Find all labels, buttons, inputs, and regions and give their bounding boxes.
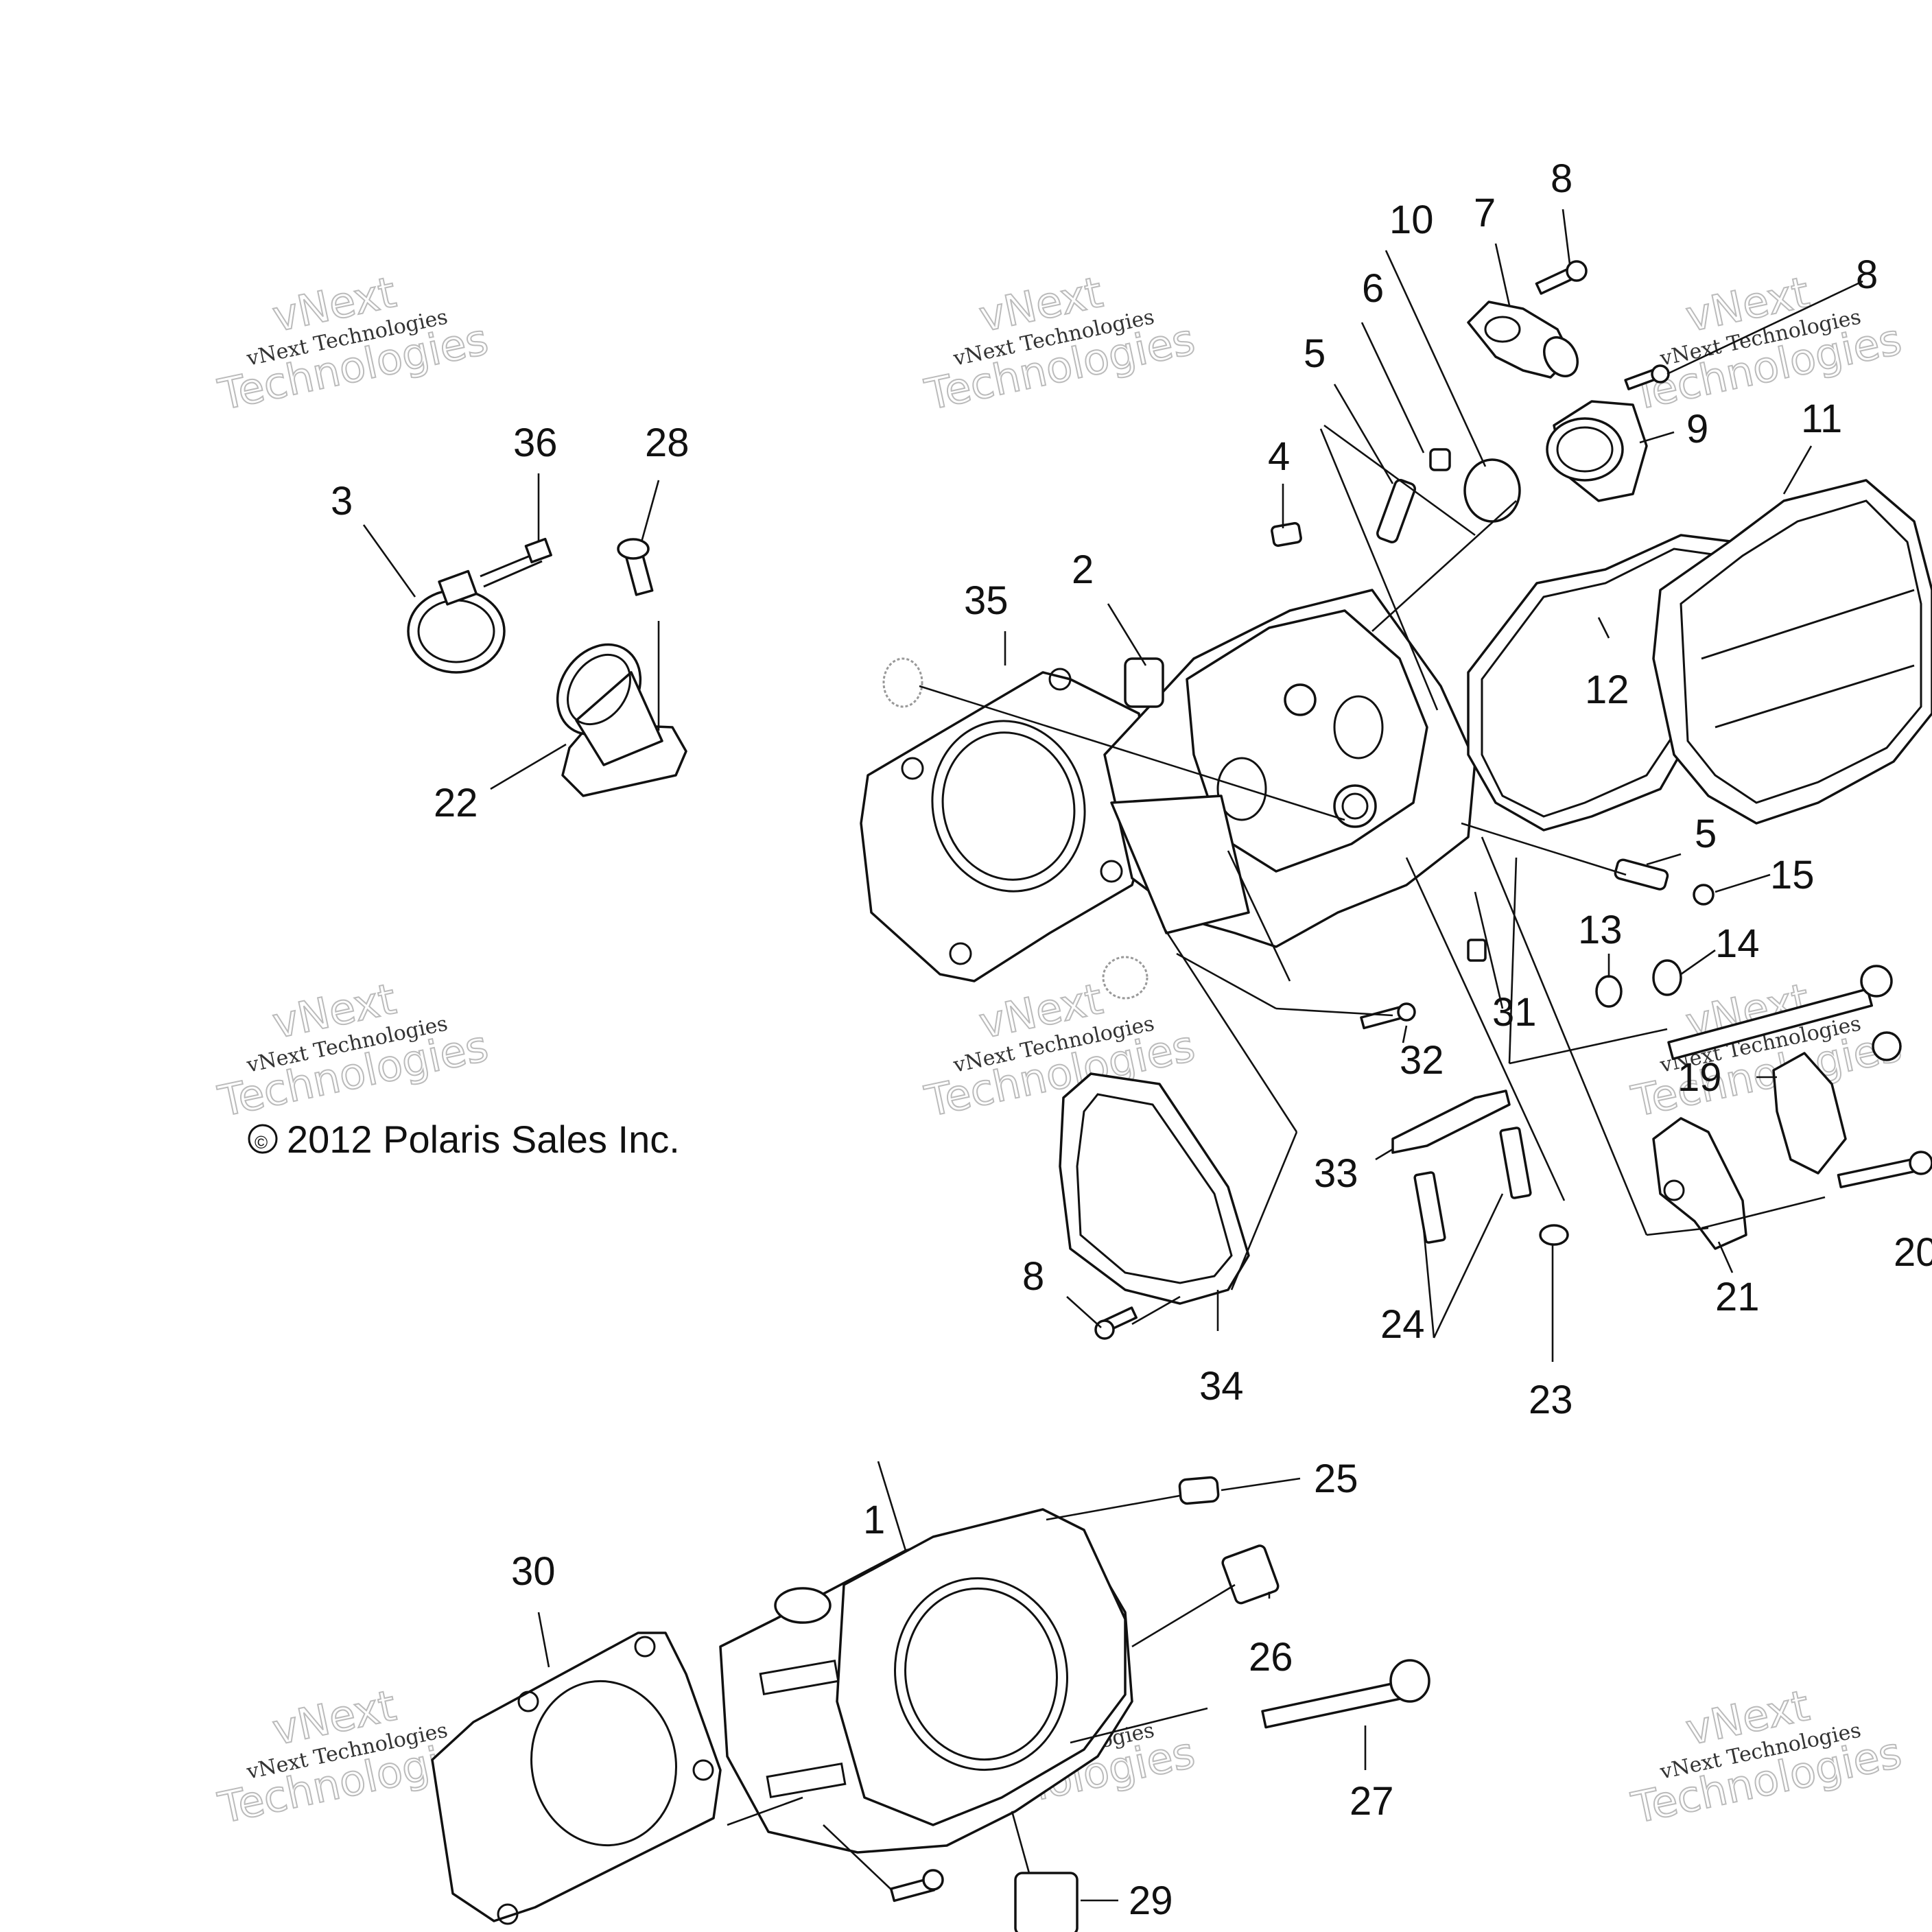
- part-bolt-8b: [1624, 364, 1670, 390]
- callout-24: 24: [1380, 1302, 1425, 1347]
- callout-8-right: 8: [1856, 252, 1878, 297]
- callout-32: 32: [1400, 1038, 1444, 1083]
- copyright-circle: [248, 1124, 278, 1154]
- part-washer-13: [1595, 975, 1623, 1008]
- callout-7: 7: [1474, 191, 1496, 235]
- part-bolt-8c: [1094, 1306, 1138, 1340]
- part-thermostat-housing-7: [1467, 301, 1579, 379]
- callout-12: 12: [1585, 668, 1629, 712]
- part-sleeve-29: [1014, 1872, 1079, 1932]
- copyright-notice: © 2012 Polaris Sales Inc.: [248, 1118, 680, 1161]
- part-head-gasket-35: [860, 668, 1154, 982]
- callout-27: 27: [1350, 1779, 1394, 1824]
- callout-14: 14: [1715, 921, 1760, 966]
- part-tensioner-19: [1772, 1031, 1902, 1175]
- part-bolt-31: [1467, 939, 1487, 962]
- part-tensioner-21: [1652, 1117, 1747, 1250]
- callout-23: 23: [1529, 1378, 1573, 1422]
- callout-19: 19: [1677, 1055, 1722, 1100]
- part-gasket-33: [1391, 1089, 1511, 1154]
- part-seal-ring-lower: [1102, 956, 1148, 1000]
- callout-15: 15: [1770, 853, 1815, 897]
- part-intake-boot: [556, 643, 687, 797]
- part-dowel-5-right: [1614, 858, 1669, 891]
- part-fitting-26: [1221, 1544, 1280, 1605]
- part-bolt-lower: [889, 1869, 944, 1902]
- part-cylinder-1: [719, 1508, 1133, 1854]
- part-dowel-5-top: [1376, 479, 1416, 543]
- callout-25: 25: [1314, 1457, 1358, 1501]
- part-clamp: [407, 537, 552, 674]
- callout-31: 31: [1492, 990, 1537, 1035]
- part-bolt-32: [1360, 1002, 1416, 1030]
- callout-labels: 1 2 3 4 5 5 6 7 8 8 8 9 10 11 12 13 14 1…: [331, 156, 1932, 1923]
- part-dowel-25: [1178, 1476, 1220, 1505]
- part-studs-24: [1413, 1127, 1532, 1244]
- callout-13: 13: [1578, 908, 1623, 952]
- callout-10: 10: [1389, 198, 1434, 242]
- part-thermostat-cover-9: [1546, 400, 1648, 502]
- part-screw-28: [617, 538, 654, 596]
- callout-22: 22: [434, 781, 478, 825]
- part-dowel-6: [1429, 448, 1451, 471]
- part-seal-ring-35a: [882, 657, 923, 708]
- part-bolt-27: [1261, 1659, 1430, 1729]
- callout-34: 34: [1199, 1364, 1244, 1409]
- part-plug-14: [1652, 959, 1682, 996]
- callout-26: 26: [1249, 1635, 1293, 1680]
- leader-lines: [362, 209, 1863, 1902]
- part-side-cover-34: [1059, 1072, 1250, 1305]
- part-bolt-20: [1837, 1151, 1932, 1189]
- callout-9: 9: [1686, 407, 1708, 451]
- callout-1: 1: [863, 1498, 885, 1542]
- callout-3: 3: [331, 479, 353, 523]
- callout-8-top: 8: [1551, 156, 1572, 201]
- part-nut-23: [1539, 1224, 1569, 1246]
- callout-5-right: 5: [1695, 812, 1717, 856]
- copyright-symbol: ©: [255, 1132, 268, 1153]
- callout-28: 28: [645, 421, 690, 465]
- callout-35: 35: [964, 578, 1009, 623]
- callout-20: 20: [1894, 1230, 1932, 1275]
- part-nut-15: [1693, 884, 1715, 906]
- part-long-bolt: [1667, 965, 1893, 1061]
- callout-8-lower: 8: [1022, 1254, 1044, 1299]
- part-cylinder-gasket-30: [431, 1631, 722, 1925]
- callout-36: 36: [513, 421, 558, 465]
- part-valve-cover-11: [1652, 479, 1932, 825]
- callout-30: 30: [511, 1549, 556, 1594]
- copyright-text: 2012 Polaris Sales Inc.: [287, 1118, 680, 1161]
- part-cylinder-head-2: [1103, 589, 1476, 948]
- callout-4: 4: [1268, 434, 1290, 479]
- part-thermostat-10: [1463, 458, 1521, 523]
- callout-29: 29: [1129, 1878, 1173, 1923]
- callout-6: 6: [1362, 266, 1384, 311]
- callout-5-top: 5: [1304, 331, 1326, 376]
- part-plug-4: [1271, 521, 1302, 547]
- part-bolt-8a: [1535, 260, 1588, 295]
- callout-21: 21: [1715, 1275, 1760, 1319]
- callout-33: 33: [1314, 1151, 1358, 1196]
- callout-2: 2: [1072, 547, 1094, 592]
- callout-11: 11: [1801, 397, 1842, 441]
